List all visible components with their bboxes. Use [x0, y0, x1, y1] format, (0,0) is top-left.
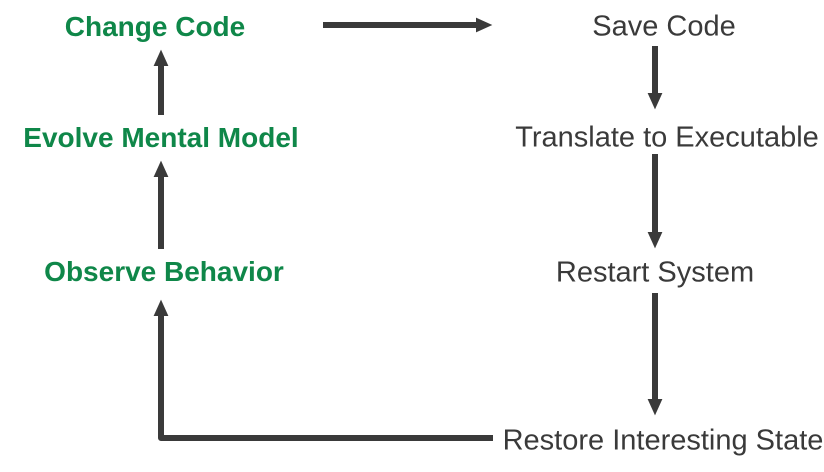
node-save-code: Save Code	[592, 10, 736, 43]
arrow-restore-to-observe	[153, 299, 493, 441]
node-change-code: Change Code	[64, 11, 246, 42]
node-observe-behavior: Observe Behavior	[44, 256, 284, 287]
node-translate-to-executable: Translate to Executable	[515, 121, 819, 154]
node-restore-interesting-state: Restore Interesting State	[502, 424, 824, 457]
node-restart-system: Restart System	[555, 256, 755, 289]
node-evolve-mental-model: Evolve Mental Model	[23, 122, 299, 153]
